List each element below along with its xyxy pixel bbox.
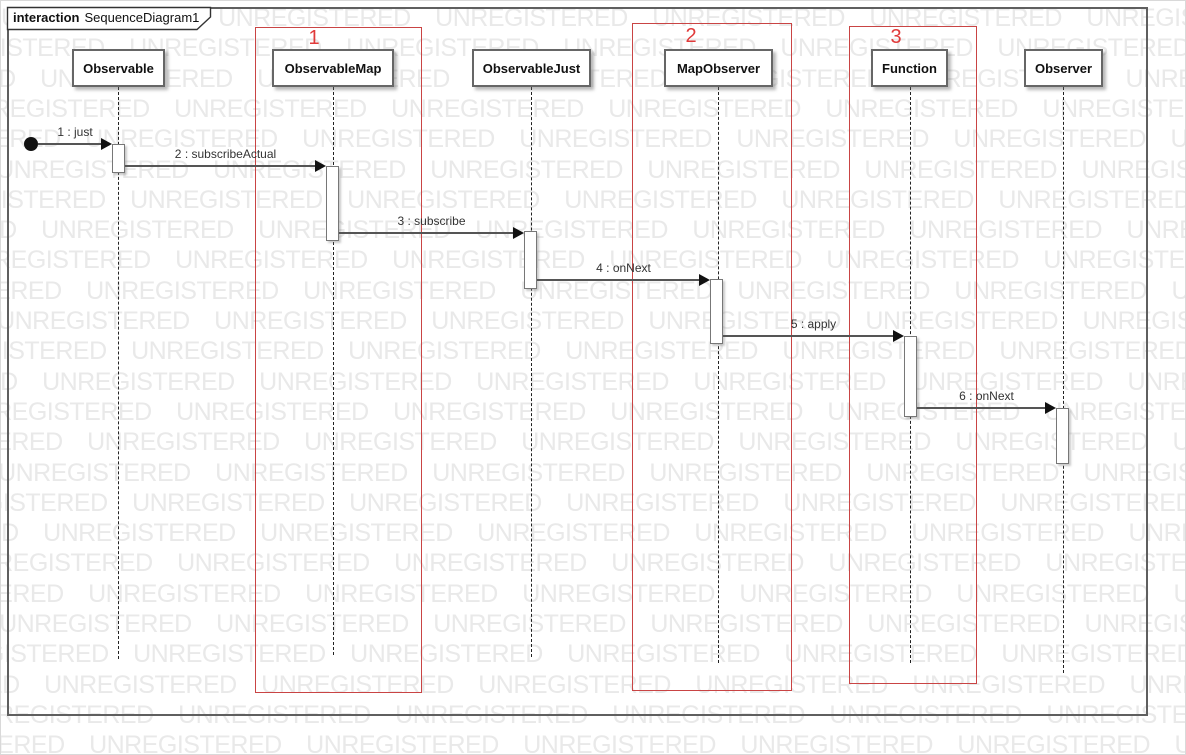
activation-observable[interactable] <box>112 144 125 173</box>
watermark-row: UNREGISTERED UNREGISTERED UNREGISTERED U… <box>1 428 1185 457</box>
message-line-4[interactable] <box>537 279 701 281</box>
lifeline-box-observer[interactable]: Observer <box>1024 49 1103 87</box>
watermark-row: UNREGISTERED UNREGISTERED UNREGISTERED U… <box>1 640 1186 669</box>
group-number-3: 3 <box>890 26 902 48</box>
group-box-1[interactable] <box>255 27 422 693</box>
message-line-6[interactable] <box>917 407 1047 409</box>
group-number-1: 1 <box>308 27 320 49</box>
watermark-row: UNREGISTERED UNREGISTERED UNREGISTERED U… <box>1 246 1185 275</box>
frame-title-tab[interactable] <box>1 1 231 35</box>
initial-node[interactable] <box>24 137 38 151</box>
group-number-2: 2 <box>685 25 697 47</box>
frame-title-keyword: interaction <box>13 10 80 25</box>
message-arrowhead-icon <box>513 227 524 239</box>
message-arrowhead-icon <box>699 274 710 286</box>
message-line-5[interactable] <box>723 335 895 337</box>
watermark-row: UNREGISTERED UNREGISTERED UNREGISTERED U… <box>0 458 1185 487</box>
lifeline-observable <box>117 87 119 659</box>
lifeline-observer <box>1062 87 1064 673</box>
frame-title: interaction SequenceDiagram1 <box>13 10 199 25</box>
group-box-3[interactable] <box>849 26 977 684</box>
lifeline-observablejust <box>530 87 532 657</box>
message-arrowhead-icon <box>893 330 904 342</box>
lifeline-observablemap <box>332 87 334 655</box>
message-line-2[interactable] <box>125 165 317 167</box>
watermark-row: UNREGISTERED UNREGISTERED UNREGISTERED U… <box>1 519 1185 548</box>
watermark-row: UNREGISTERED UNREGISTERED UNREGISTERED U… <box>0 34 1185 63</box>
watermark-row: UNREGISTERED UNREGISTERED UNREGISTERED U… <box>1 488 1186 517</box>
message-label-2: 2 : subscribeActual <box>174 147 277 161</box>
lifeline-box-mapobserver[interactable]: MapObserver <box>664 49 773 87</box>
watermark-row: UNREGISTERED UNREGISTERED UNREGISTERED U… <box>0 367 1185 396</box>
watermark-row: UNREGISTERED UNREGISTERED UNREGISTERED U… <box>0 307 1185 335</box>
frame-title-tab-shape <box>6 6 212 31</box>
watermark-row: UNREGISTERED UNREGISTERED UNREGISTERED U… <box>1 670 1185 699</box>
lifeline-box-observablejust[interactable]: ObservableJust <box>472 49 591 87</box>
watermark-row: UNREGISTERED UNREGISTERED UNREGISTERED U… <box>1 549 1186 578</box>
lifeline-box-function[interactable]: Function <box>871 49 948 87</box>
watermark-row: UNREGISTERED UNREGISTERED UNREGISTERED U… <box>1 731 1185 755</box>
activation-observer[interactable] <box>1056 408 1069 464</box>
lifeline-mapobserver <box>717 87 719 663</box>
watermark-row: UNREGISTERED UNREGISTERED UNREGISTERED U… <box>0 610 1185 638</box>
frame-title-name: SequenceDiagram1 <box>84 10 200 25</box>
message-arrowhead-icon <box>1045 402 1056 414</box>
message-label-3: 3 : subscribe <box>397 214 466 228</box>
watermark-row: UNREGISTERED UNREGISTERED UNREGISTERED U… <box>1 125 1185 154</box>
lifeline-box-observablemap[interactable]: ObservableMap <box>272 49 394 87</box>
message-line-1[interactable] <box>38 143 103 145</box>
watermark-row: UNREGISTERED UNREGISTERED UNREGISTERED U… <box>0 155 1185 184</box>
watermark-row: UNREGISTERED UNREGISTERED UNREGISTERED U… <box>1 276 1185 305</box>
lifeline-box-observable[interactable]: Observable <box>72 49 165 87</box>
activation-observablemap[interactable] <box>326 166 339 241</box>
message-label-4: 4 : onNext <box>596 261 651 275</box>
message-arrowhead-icon <box>315 160 326 172</box>
watermark-row: UNREGISTERED UNREGISTERED UNREGISTERED U… <box>1 397 1186 426</box>
interaction-frame[interactable] <box>7 7 1148 716</box>
activation-function[interactable] <box>904 336 917 417</box>
watermark-row: UNREGISTERED UNREGISTERED UNREGISTERED U… <box>0 216 1185 245</box>
watermark-row: UNREGISTERED UNREGISTERED UNREGISTERED U… <box>1 337 1186 366</box>
message-label-5: 5 : apply <box>790 317 837 331</box>
activation-mapobserver[interactable] <box>710 279 723 344</box>
watermark-row: UNREGISTERED UNREGISTERED UNREGISTERED U… <box>1 64 1185 93</box>
group-box-2[interactable] <box>632 23 792 691</box>
message-label-6: 6 : onNext <box>959 389 1014 403</box>
message-arrowhead-icon <box>101 138 112 150</box>
activation-observablejust[interactable] <box>524 231 537 289</box>
message-label-1: 1 : just <box>57 125 93 139</box>
message-line-3[interactable] <box>339 232 515 234</box>
watermark-row: UNREGISTERED UNREGISTERED UNREGISTERED U… <box>1 94 1185 123</box>
watermark-row: UNREGISTERED UNREGISTERED UNREGISTERED U… <box>0 185 1186 214</box>
watermark-row: UNREGISTERED UNREGISTERED UNREGISTERED U… <box>1 579 1185 608</box>
